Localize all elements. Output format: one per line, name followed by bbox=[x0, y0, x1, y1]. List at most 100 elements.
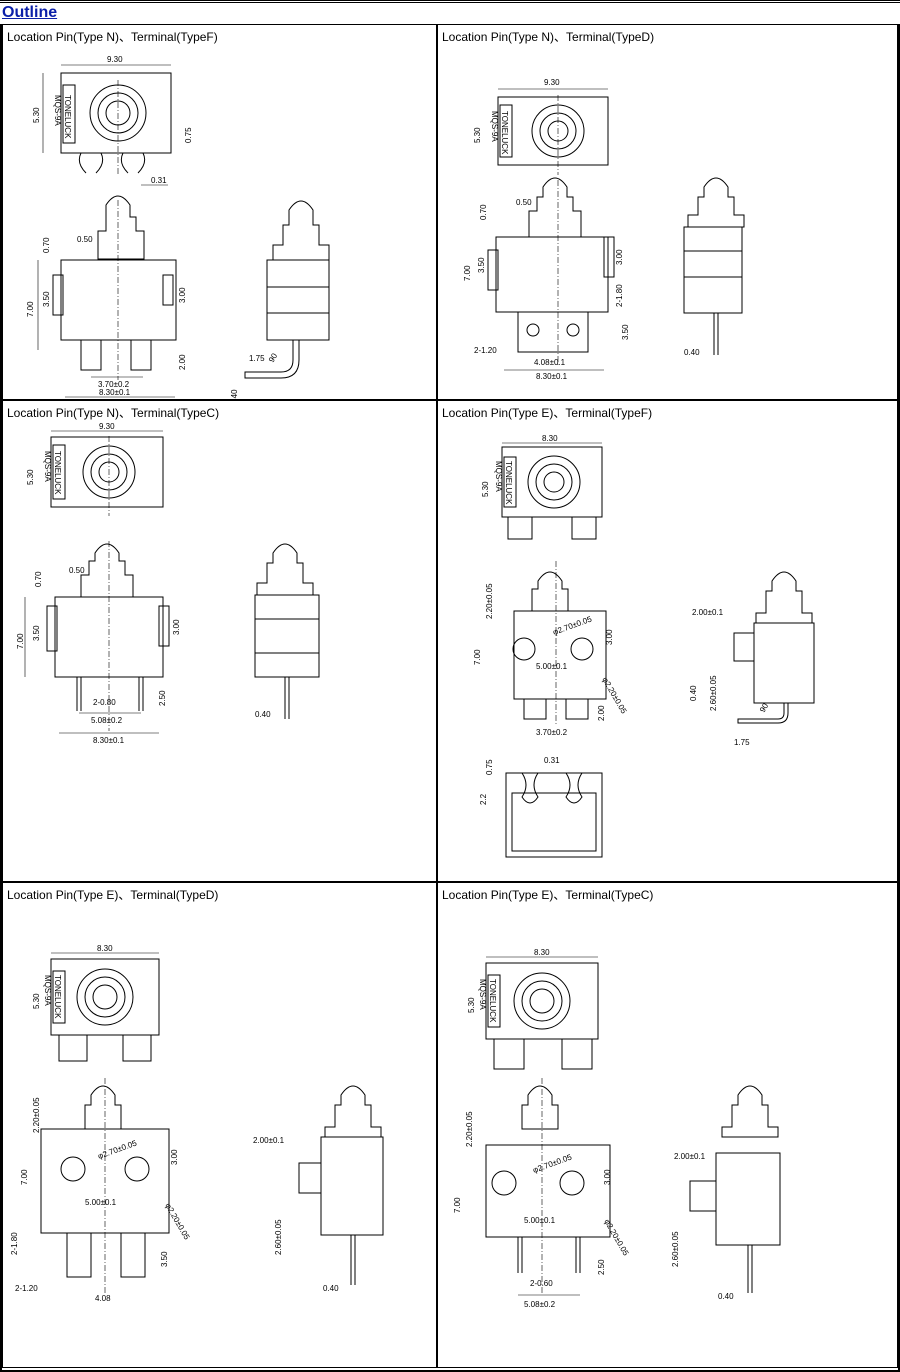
drawing-type-n-c: TONELUCK MQS-9A 9.30 5.30 0.50 0.70 7.00… bbox=[16, 422, 320, 745]
model-text: MQS-9A bbox=[490, 111, 499, 142]
dim-040: 0.40 bbox=[323, 1284, 339, 1293]
dim-260: 2.60±0.05 bbox=[274, 1219, 283, 1255]
dim-height: 5.30 bbox=[32, 107, 41, 123]
dim-width: 8.30 bbox=[534, 948, 550, 957]
dim-508: 5.08±0.2 bbox=[91, 716, 123, 725]
dim-90: 90 bbox=[267, 351, 280, 364]
dim-300: 3.00 bbox=[172, 619, 181, 635]
dim-700: 7.00 bbox=[20, 1169, 29, 1185]
dim-180: 2-1.80 bbox=[10, 1232, 19, 1255]
dim-220b: φ2.20±0.05 bbox=[163, 1202, 191, 1242]
dim-180: 2-1.80 bbox=[615, 284, 624, 307]
dim-408: 4.08±0.1 bbox=[534, 358, 566, 367]
drawing-type-n-f: TONELUCK MQS-9A 9.30 5.30 0.75 0.31 0.50… bbox=[26, 55, 330, 405]
dim-220: 2.20±0.05 bbox=[32, 1097, 41, 1133]
brand-text: TONELUCK bbox=[53, 975, 62, 1019]
section-title[interactable]: Outline bbox=[2, 4, 58, 21]
drawing-type-e-f: TONELUCK MQS-9A 8.30 5.30 2.20±0.05 φ2.7… bbox=[473, 434, 815, 858]
top-rule bbox=[0, 0, 900, 3]
dim-300: 3.00 bbox=[603, 1169, 612, 1185]
cell-type-n-f: Location Pin(Type N)、Terminal(TypeF) TON… bbox=[2, 24, 437, 405]
brand-text: TONELUCK bbox=[500, 111, 509, 155]
dim-830: 8.30±0.1 bbox=[536, 372, 568, 381]
dim-075: 0.75 bbox=[485, 759, 494, 775]
dim-040: 0.40 bbox=[689, 685, 698, 701]
dim-040: 0.40 bbox=[255, 710, 271, 719]
cell-type-e-f: Location Pin(Type E)、Terminal(TypeF) TON… bbox=[437, 400, 898, 882]
cell-label: Location Pin(Type E)、Terminal(TypeD) bbox=[7, 888, 219, 902]
dim-250: 2.50 bbox=[597, 1259, 606, 1275]
dim-508: 5.08±0.2 bbox=[524, 1300, 556, 1309]
dim-031: 0.31 bbox=[544, 756, 560, 765]
dim-700: 7.00 bbox=[26, 301, 35, 317]
dim-200: 2.00 bbox=[597, 705, 606, 721]
drawing-type-n-d: TONELUCK MQS-9A 9.30 5.30 0.50 0.70 7.00… bbox=[463, 78, 745, 381]
model-text: MQS-9A bbox=[43, 451, 52, 482]
dim-175: 1.75 bbox=[249, 354, 265, 363]
dim-200b: 2.00±0.1 bbox=[253, 1136, 285, 1145]
dim-700: 7.00 bbox=[16, 633, 25, 649]
dim-830: 8.30±0.1 bbox=[93, 736, 125, 745]
dim-300: 3.00 bbox=[178, 287, 187, 303]
dim-040: 0.40 bbox=[684, 348, 700, 357]
dim-700: 7.00 bbox=[453, 1197, 462, 1213]
dim-width: 9.30 bbox=[107, 55, 123, 64]
dim-500: 5.00±0.1 bbox=[85, 1198, 117, 1207]
dim-height: 5.30 bbox=[467, 997, 476, 1013]
dim-350: 3.50 bbox=[42, 291, 51, 307]
dim-220: 2.20±0.05 bbox=[465, 1111, 474, 1147]
dim-350: 3.50 bbox=[477, 257, 486, 273]
model-text: MQS-9A bbox=[53, 95, 62, 126]
dim-175: 1.75 bbox=[734, 738, 750, 747]
dim-500: 5.00±0.1 bbox=[524, 1216, 556, 1225]
dim-350: 3.50 bbox=[32, 625, 41, 641]
dim-070: 0.70 bbox=[479, 204, 488, 220]
cell-type-n-d: Location Pin(Type N)、Terminal(TypeD) TON… bbox=[437, 24, 898, 400]
dim-height: 5.30 bbox=[473, 127, 482, 143]
dim-500: 5.00±0.1 bbox=[536, 662, 568, 671]
dim-050: 0.50 bbox=[516, 198, 532, 207]
dim-250: 2.50 bbox=[158, 690, 167, 706]
dim-120: 2-1.20 bbox=[15, 1284, 38, 1293]
dim-031: 0.31 bbox=[151, 176, 167, 185]
dim-width: 8.30 bbox=[97, 944, 113, 953]
model-text: MQS-9A bbox=[494, 461, 503, 492]
model-text: MQS-9A bbox=[43, 975, 52, 1006]
dim-220: 2.20±0.05 bbox=[485, 583, 494, 619]
dim-300: 3.00 bbox=[605, 629, 614, 645]
dim-350: 3.50 bbox=[160, 1251, 169, 1267]
cell-label: Location Pin(Type E)、Terminal(TypeC) bbox=[442, 888, 654, 902]
brand-text: TONELUCK bbox=[488, 979, 497, 1023]
dim-height: 5.30 bbox=[32, 993, 41, 1009]
dim-040: 0.40 bbox=[230, 389, 239, 405]
dim-270: φ2.70±0.05 bbox=[552, 614, 594, 637]
dim-040: 0.40 bbox=[718, 1292, 734, 1301]
dim-200b: 2.00±0.1 bbox=[674, 1152, 706, 1161]
brand-text: TONELUCK bbox=[63, 95, 72, 139]
drawing-type-e-d: TONELUCK MQS-9A 8.30 5.30 2.20±0.05 φ2.7… bbox=[10, 944, 384, 1303]
dim-408s: 4.08 bbox=[95, 1294, 111, 1303]
cell-label: Location Pin(Type N)、Terminal(TypeD) bbox=[442, 30, 655, 44]
dim-height: 5.30 bbox=[26, 469, 35, 485]
cell-label: Location Pin(Type N)、Terminal(TypeF) bbox=[7, 30, 218, 44]
dim-200: 2.00 bbox=[178, 354, 187, 370]
dim-080: 2-0.80 bbox=[93, 698, 116, 707]
dim-22: 2.2 bbox=[479, 793, 488, 805]
brand-text: TONELUCK bbox=[53, 451, 62, 495]
drawing-type-e-c: TONELUCK MQS-9A 8.30 5.30 2.20±0.05 φ2.7… bbox=[453, 948, 781, 1309]
dim-075: 0.75 bbox=[184, 127, 193, 143]
dim-830: 8.30±0.1 bbox=[99, 388, 131, 397]
dim-070: 0.70 bbox=[34, 571, 43, 587]
dim-070: 0.70 bbox=[42, 237, 51, 253]
dim-height: 5.30 bbox=[481, 481, 490, 497]
dim-width: 9.30 bbox=[99, 422, 115, 431]
dim-120: 2-1.20 bbox=[474, 346, 497, 355]
dim-width: 8.30 bbox=[542, 434, 558, 443]
dim-370: 3.70±0.2 bbox=[536, 728, 568, 737]
cell-type-n-c: Location Pin(Type N)、Terminal(TypeC) TON… bbox=[2, 400, 437, 882]
cell-label: Location Pin(Type E)、Terminal(TypeF) bbox=[442, 406, 653, 420]
dim-050: 0.50 bbox=[77, 235, 93, 244]
dim-width: 9.30 bbox=[544, 78, 560, 87]
dim-300: 3.00 bbox=[615, 249, 624, 265]
